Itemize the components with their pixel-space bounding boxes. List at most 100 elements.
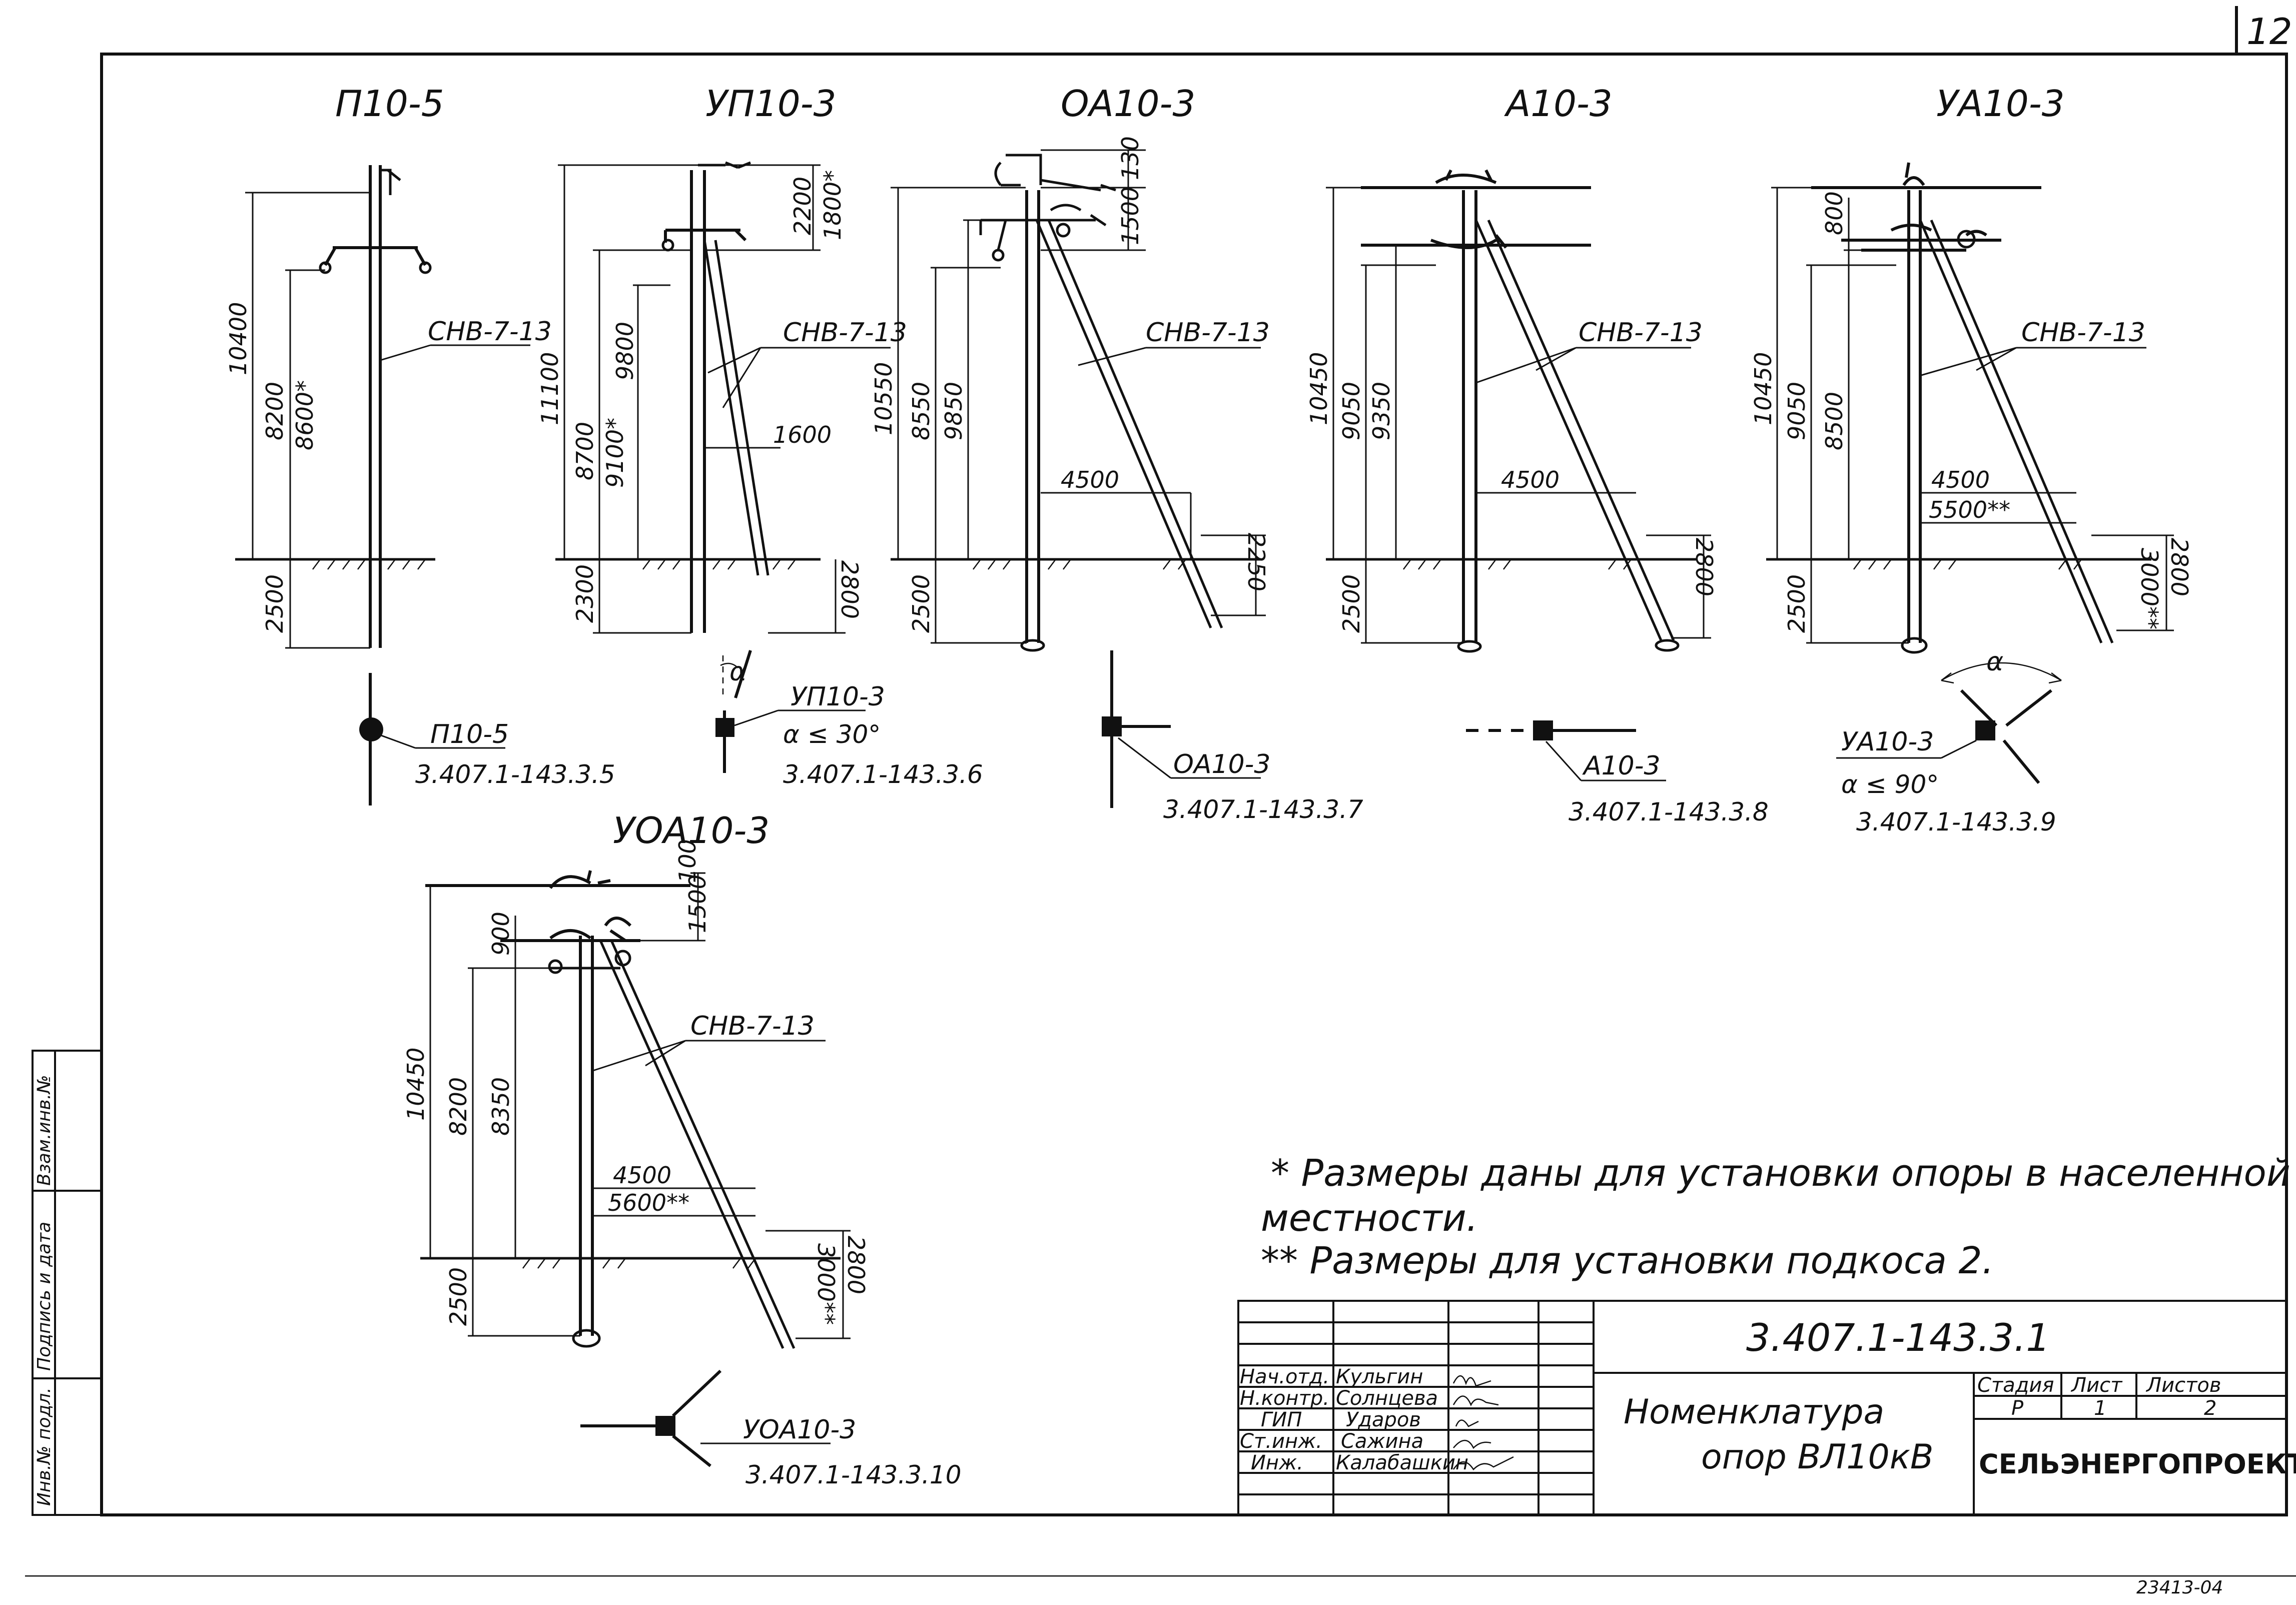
signature-role: Н.контр. — [1240, 1387, 1329, 1410]
signature-name: Кульгин — [1336, 1365, 1423, 1388]
note-1-continued: местности. — [1261, 1197, 1478, 1240]
signature-role: Ст.инж. — [1240, 1430, 1322, 1453]
stamp-inv-label: Инв.№ подл. — [34, 1387, 55, 1506]
dim-wire-height: 8700 — [571, 422, 598, 480]
dim-height: 11100 — [536, 352, 563, 425]
sheet-header: Лист — [2070, 1374, 2123, 1397]
sheet-value: 1 — [2094, 1397, 2106, 1420]
pole-strut-label: СНВ-7-13 — [690, 1011, 815, 1041]
dim-strut-depth-alt: 3000** — [813, 1243, 840, 1325]
title-block: 3.407.1-143.3.1 Номенклатура опор ВЛ10кВ… — [1237, 1300, 2296, 1516]
dim-strut-offset: 4500 — [613, 1162, 671, 1189]
dim-height: 10450 — [1750, 352, 1777, 425]
plan-label: П10-5 — [430, 719, 509, 749]
angle-symbol: α — [1986, 647, 2003, 677]
dim-crossarm-spacing: 800 — [1821, 191, 1848, 235]
dim-wire-height: 8200 — [261, 382, 288, 440]
stage-value: Р — [2011, 1397, 2024, 1420]
plan-view-up10-3: α УП10-3 α ≤ 30° 3.407.1-143.3.6 — [715, 650, 983, 789]
dim-top-populated: 1800* — [819, 170, 846, 240]
stage-header: Стадия — [1977, 1374, 2054, 1397]
pole-strut-label: СНВ-7-13 — [783, 318, 907, 348]
sheets-value: 2 — [2204, 1397, 2216, 1420]
plan-label: ОА10-3 — [1173, 749, 1271, 779]
dim-top: 100 — [674, 839, 701, 883]
pole-ua10-3: УА10-3 10450 9050 8500 800 4500 5500** 2… — [1750, 83, 2193, 837]
dim-height: 10550 — [870, 362, 897, 435]
organization-name: СЕЛЬЭНЕРГОПРОЕКТ — [1979, 1448, 2296, 1480]
signature-role: Инж. — [1251, 1451, 1303, 1474]
plan-code: 3.407.1-143.3.6 — [783, 760, 983, 789]
dim-height: 10400 — [225, 302, 252, 375]
plan-label: УА10-3 — [1841, 727, 1934, 757]
dim-top: 130 — [1117, 136, 1144, 180]
dim-depth: 2500 — [1338, 574, 1365, 633]
pole-a10-3: А10-3 10450 9050 9350 4500 2500 2800 СНВ… — [1305, 83, 1769, 827]
stamp-sign-label: Подпись и дата — [34, 1222, 55, 1371]
dim-strut-offset: 1600 — [773, 421, 832, 448]
plan-code: 3.407.1-143.3.7 — [1163, 795, 1363, 824]
angle-symbol: α — [729, 657, 746, 687]
pole-oa10-3: ОА10-3 10550 8550 9850 130 1500 4500 — [870, 83, 1363, 824]
plan-code: 3.407.1-143.3.10 — [745, 1460, 962, 1489]
signature-role: ГИП — [1261, 1408, 1302, 1431]
dim-wire-height: 8200 — [445, 1077, 472, 1136]
pole-strut-label: СНВ-7-13 — [1579, 318, 1703, 348]
archive-number: 23413-04 — [2136, 1577, 2223, 1598]
dim-crossarm-spacing: 1500 — [1117, 187, 1144, 245]
signature-role: Нач.отд. — [1240, 1365, 1329, 1388]
plan-view-p10-5: П10-5 3.407.1-143.3.5 — [359, 673, 615, 806]
dim-crossarm-height: 9850 — [940, 382, 967, 440]
document-name-line-1: Номенклатура — [1624, 1392, 1884, 1432]
dim-wire-height: 8550 — [908, 382, 935, 440]
dim-strut-offset: 4500 — [1501, 466, 1560, 493]
pole-plan-mark — [655, 1416, 675, 1436]
dim-crossarm-height: 9800 — [611, 322, 638, 380]
plan-label: УП10-3 — [791, 682, 885, 712]
pole-up10-3: УП10-3 11100 9800 8700 9100* 2200 1800* … — [536, 83, 983, 789]
plan-code: 3.407.1-143.3.9 — [1856, 808, 2056, 837]
signature-name: Сажина — [1341, 1430, 1423, 1453]
dim-strut-offset: 4500 — [1931, 466, 1990, 493]
pole-p10-5: П10-5 10400 8200 8600* 2500 СНВ-7-13 П10… — [225, 83, 615, 806]
plan-angle: α ≤ 90° — [1841, 770, 1939, 799]
dim-strut-depth: 2800 — [843, 1236, 870, 1294]
dim-depth: 2300 — [571, 564, 598, 623]
dim-crossarm-gap: 1500 — [684, 875, 711, 933]
pole-plan-mark — [1533, 720, 1553, 740]
dim-strut-depth: 2800 — [1691, 538, 1718, 596]
dim-wire-height-populated: 9100* — [601, 418, 628, 488]
plan-view-ua10-3: α УА10-3 α ≤ 90° 3.407.1-143.3.9 — [1836, 647, 2062, 837]
dim-strut-offset: 4500 — [1061, 466, 1119, 493]
dim-depth: 2500 — [1783, 574, 1810, 633]
plan-angle: α ≤ 30° — [783, 720, 881, 749]
dim-height: 10450 — [402, 1048, 429, 1121]
stamp-replace-label: Взам.инв.№ — [34, 1075, 55, 1186]
pole-plan-mark — [1102, 716, 1122, 736]
dim-strut-offset-alt: 5500** — [1929, 496, 2010, 523]
signature-name: Солнцева — [1336, 1387, 1438, 1410]
dim-wire-height-populated: 8600* — [291, 380, 318, 450]
pole-title: УП10-3 — [705, 83, 836, 125]
dim-crossarm-height: 9350 — [1368, 382, 1395, 440]
pole-title: УОА10-3 — [613, 810, 770, 852]
dim-wire-height: 9050 — [1783, 382, 1810, 440]
document-designation: 3.407.1-143.3.1 — [1746, 1315, 2050, 1360]
sheet-frame: 1 2 23413-04 — [25, 6, 2296, 1598]
plan-label: УОА10-3 — [743, 1415, 856, 1445]
signature-name: Калабашкин — [1336, 1451, 1468, 1474]
sheets-header: Листов — [2145, 1374, 2221, 1397]
dim-crossarm-spacing: 900 — [487, 912, 514, 956]
dim-crossarm-height: 8500 — [1821, 392, 1848, 450]
pole-plan-mark — [715, 718, 734, 737]
pole-title: П10-5 — [335, 83, 444, 125]
note-1: * Размеры даны для установки опоры в нас… — [1271, 1152, 2290, 1195]
dim-height: 10450 — [1305, 352, 1332, 425]
dim-crossarm-height: 8350 — [487, 1077, 514, 1136]
plan-view-a10-3: А10-3 3.407.1-143.3.8 — [1466, 720, 1769, 827]
dim-strut-depth: 2800 — [2166, 538, 2193, 596]
pole-title: УА10-3 — [1936, 83, 2065, 125]
dim-strut-offset-alt: 5600** — [608, 1189, 689, 1216]
pole-title: ОА10-3 — [1061, 83, 1195, 125]
